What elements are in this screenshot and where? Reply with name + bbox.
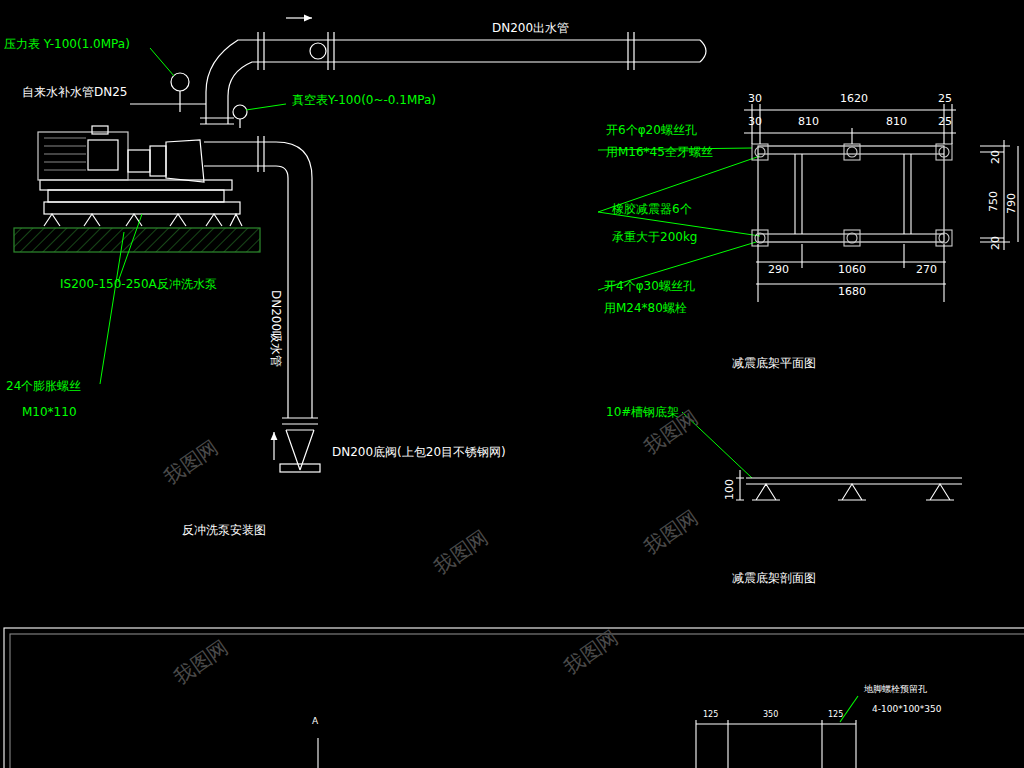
part-note: M10*110 — [22, 406, 77, 420]
bolt-note: 用M24*80螺栓 — [604, 302, 687, 316]
watermark: 我图网 — [160, 436, 222, 489]
dimension: 1620 — [840, 93, 868, 106]
dimension: 25 — [938, 93, 952, 106]
dimension: 100 — [724, 479, 737, 500]
dimension: 270 — [916, 264, 937, 277]
view-title: 减震底架平面图 — [732, 357, 816, 371]
view-title: 减震底架剖面图 — [732, 572, 816, 586]
leader-lines — [100, 48, 760, 478]
dimension: 125 — [828, 710, 843, 719]
hole-note: 4-100*100*350 — [872, 704, 942, 714]
title-frame — [4, 628, 1024, 768]
pipe-note: DN200出水管 — [492, 22, 569, 36]
frame-section — [736, 470, 962, 500]
dimension: 290 — [768, 264, 789, 277]
drawing-title: 反冲洗泵安装图 — [182, 524, 266, 538]
dimension: 125 — [703, 710, 718, 719]
frame-plan — [744, 104, 1018, 302]
dimension: 30 — [748, 116, 762, 129]
pipe-note: DN200吸水管 — [268, 290, 282, 367]
part-note: DN200底阀(上包20目不锈钢网) — [332, 446, 506, 460]
hole-note: 开4个φ30螺丝孔 — [604, 280, 695, 294]
part-note: 24个膨胀螺丝 — [6, 380, 81, 394]
pump-assembly — [14, 18, 706, 472]
gauge-note: 压力表 Y-100(1.0MPa) — [4, 38, 130, 52]
part-note: 10#槽钢底架 — [606, 406, 679, 420]
gauge-note: 真空表Y-100(0~-0.1MPa) — [292, 94, 436, 108]
damper-note: 橡胶减震器6个 — [612, 203, 692, 217]
hole-note: 地脚螺栓预留孔 — [864, 684, 927, 694]
dimension: 20 — [990, 150, 1003, 164]
bolt-note: 用M16*45全牙螺丝 — [606, 146, 713, 160]
dimension: 810 — [798, 116, 819, 129]
dimension: 810 — [886, 116, 907, 129]
section-mark: A — [312, 716, 318, 726]
dimension: 30 — [748, 93, 762, 106]
dimension: 1680 — [838, 286, 866, 299]
dimension: 1060 — [838, 264, 866, 277]
watermark: 我图网 — [640, 506, 702, 559]
watermark: 我图网 — [430, 526, 492, 579]
dimension: 750 — [988, 191, 1001, 212]
watermark: 我图网 — [170, 636, 232, 689]
dimension: 20 — [990, 236, 1003, 250]
part-name: IS200-150-250A反冲洗水泵 — [60, 278, 217, 292]
dimension: 25 — [938, 116, 952, 129]
dimension: 790 — [1006, 193, 1019, 214]
pipe-note: 自来水补水管DN25 — [22, 86, 128, 100]
dimension: 350 — [763, 710, 778, 719]
hole-note: 开6个φ20螺丝孔 — [606, 124, 697, 138]
damper-note: 承重大于200kg — [612, 231, 697, 245]
